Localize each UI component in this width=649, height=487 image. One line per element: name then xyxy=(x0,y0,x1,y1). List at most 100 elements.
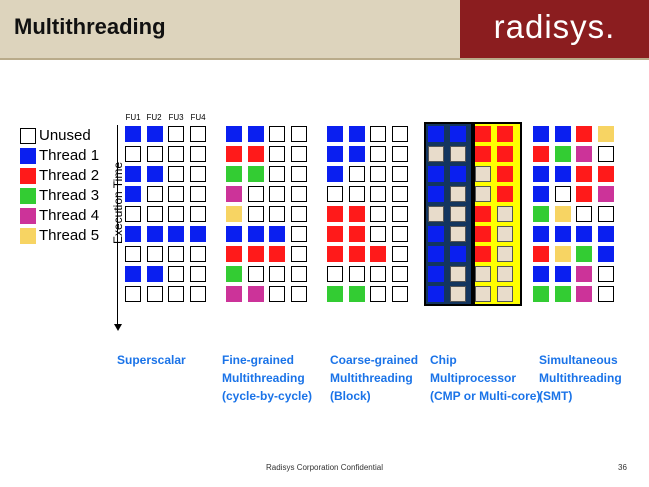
issue-slot xyxy=(348,226,365,242)
issue-slot xyxy=(533,166,549,182)
issue-slot xyxy=(348,206,365,222)
issue-slot xyxy=(146,286,163,302)
issue-slot xyxy=(146,126,163,142)
issue-slot xyxy=(597,146,614,162)
issue-slot xyxy=(449,166,466,182)
issue-slot xyxy=(533,246,549,262)
execution-time-axis xyxy=(117,125,118,325)
issue-slot xyxy=(370,226,386,242)
issue-slot xyxy=(449,126,466,142)
issue-slot xyxy=(428,266,444,282)
issue-slot xyxy=(428,206,444,222)
issue-slot xyxy=(475,206,491,222)
issue-slot xyxy=(327,226,343,242)
issue-slot xyxy=(475,226,491,242)
issue-slot xyxy=(391,206,408,222)
issue-slot xyxy=(269,126,285,142)
issue-slot xyxy=(554,246,571,262)
legend-label: Thread 5 xyxy=(39,227,100,244)
issue-slot xyxy=(226,246,242,262)
issue-slot xyxy=(247,206,264,222)
issue-slot xyxy=(146,246,163,262)
caption-line: (cycle-by-cycle) xyxy=(222,389,313,403)
issue-slot xyxy=(449,206,466,222)
issue-slot xyxy=(554,166,571,182)
issue-slot xyxy=(247,286,264,302)
issue-slot xyxy=(496,246,513,262)
issue-slot xyxy=(269,146,285,162)
issue-slot xyxy=(226,266,242,282)
slide-title: Multithreading xyxy=(14,14,166,39)
logo-text: radisys. xyxy=(493,8,616,45)
issue-slot xyxy=(189,286,206,302)
issue-slot xyxy=(327,126,343,142)
issue-slot xyxy=(269,206,285,222)
caption-line: (SMT) xyxy=(539,389,573,403)
issue-slot xyxy=(475,186,491,202)
issue-slot xyxy=(576,146,592,162)
issue-slot xyxy=(370,206,386,222)
legend-swatch xyxy=(20,148,36,164)
caption-line: Simultaneous xyxy=(539,353,618,367)
issue-slot xyxy=(428,246,444,262)
issue-slot xyxy=(290,246,307,262)
legend-label: Thread 1 xyxy=(39,147,100,164)
issue-slot xyxy=(576,186,592,202)
issue-slot xyxy=(226,226,242,242)
issue-slot xyxy=(226,146,242,162)
fu-label: FU2 xyxy=(146,113,162,122)
issue-slot xyxy=(428,146,444,162)
legend-label: Thread 3 xyxy=(39,187,100,204)
issue-slot xyxy=(449,186,466,202)
issue-slot xyxy=(168,126,184,142)
issue-slot xyxy=(348,286,365,302)
issue-slot xyxy=(576,206,592,222)
slide-header: Multithreading radisys. xyxy=(0,0,649,58)
issue-slot xyxy=(533,146,549,162)
issue-slot xyxy=(576,226,592,242)
issue-slot xyxy=(554,126,571,142)
issue-slot xyxy=(533,226,549,242)
issue-slot xyxy=(348,186,365,202)
legend-label: Thread 4 xyxy=(39,207,100,224)
caption-line: Chip xyxy=(430,353,457,367)
panel-caption: Superscalar xyxy=(117,351,186,369)
issue-slot xyxy=(554,286,571,302)
issue-slot xyxy=(533,186,549,202)
issue-slot xyxy=(449,266,466,282)
issue-slot xyxy=(327,266,343,282)
issue-slot xyxy=(327,186,343,202)
issue-slot xyxy=(391,246,408,262)
issue-slot xyxy=(269,166,285,182)
footer-confidential: Radisys Corporation Confidential xyxy=(266,463,383,472)
issue-slot xyxy=(146,186,163,202)
issue-slot xyxy=(428,126,444,142)
issue-slot xyxy=(370,126,386,142)
issue-slot xyxy=(348,166,365,182)
issue-slot xyxy=(269,286,285,302)
issue-slot xyxy=(168,226,184,242)
issue-slot xyxy=(496,166,513,182)
issue-slot xyxy=(168,186,184,202)
issue-slot xyxy=(554,226,571,242)
issue-slot xyxy=(391,266,408,282)
issue-slot xyxy=(391,166,408,182)
issue-slot xyxy=(370,146,386,162)
issue-slot xyxy=(290,146,307,162)
legend-swatch xyxy=(20,208,36,224)
issue-slot xyxy=(475,286,491,302)
issue-slot xyxy=(226,286,242,302)
issue-slot xyxy=(327,166,343,182)
issue-slot xyxy=(269,266,285,282)
legend-swatch xyxy=(20,168,36,184)
issue-slot xyxy=(428,226,444,242)
issue-slot xyxy=(496,266,513,282)
issue-slot xyxy=(189,166,206,182)
issue-slot xyxy=(125,146,141,162)
issue-slot xyxy=(226,186,242,202)
issue-slot xyxy=(391,226,408,242)
issue-slot xyxy=(449,146,466,162)
issue-slot xyxy=(189,206,206,222)
